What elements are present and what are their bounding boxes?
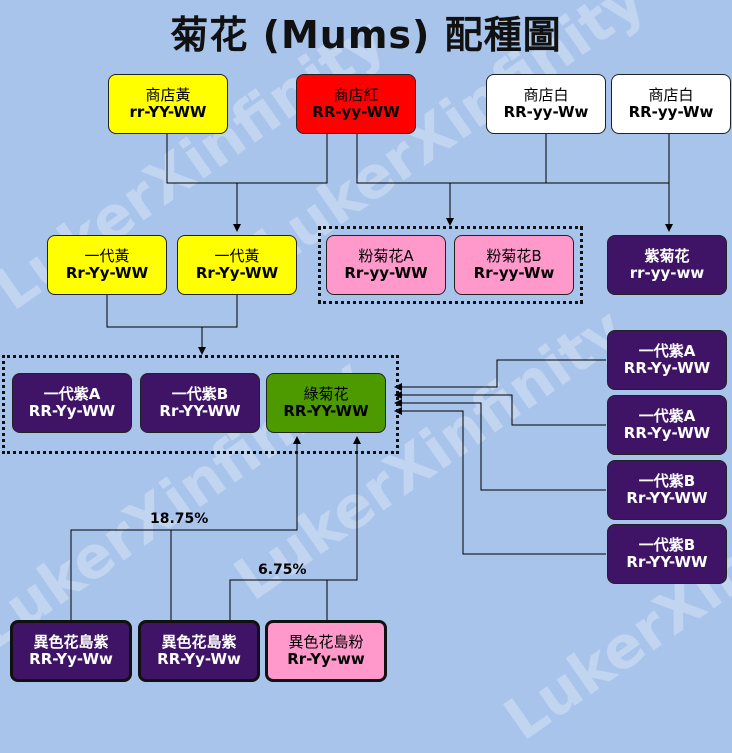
probability-label: 6.75% [258,562,307,578]
node-island-purple-1[interactable]: 異色花島紫 RR-Yy-Ww [10,620,132,682]
node-gene: RR-yy-Ww [628,103,714,121]
node-shop-yellow[interactable]: 商店黃 rr-YY-WW [108,74,228,134]
node-name: 粉菊花A [358,247,414,265]
node-right-purple-a-1[interactable]: 一代紫A RR-Yy-WW [607,330,727,390]
node-right-purple-a-2[interactable]: 一代紫A RR-Yy-WW [607,395,727,455]
node-gene: Rr-YY-WW [626,489,708,507]
node-pink-b[interactable]: 粉菊花B Rr-yy-Ww [454,235,574,295]
gen1-purple-green-group-box [2,355,399,454]
node-shop-white-2[interactable]: 商店白 RR-yy-Ww [611,74,731,134]
node-gene: Rr-Yy-WW [65,264,149,282]
node-gene: RR-Yy-WW [28,402,116,420]
node-right-purple-b-1[interactable]: 一代紫B Rr-YY-WW [607,460,727,520]
node-name: 異色花島粉 [288,633,364,651]
node-name: 一代紫B [638,536,696,554]
node-purple-mum[interactable]: 紫菊花 rr-yy-ww [607,235,727,295]
node-name: 粉菊花B [486,247,542,265]
node-gen1-purple-b[interactable]: 一代紫B Rr-YY-WW [140,373,260,433]
node-gene: RR-YY-WW [283,402,369,420]
node-name: 一代紫A [638,407,696,425]
node-gene: Rr-yy-WW [344,264,428,282]
node-gene: RR-Yy-WW [623,424,711,442]
node-shop-white-1[interactable]: 商店白 RR-yy-Ww [486,74,606,134]
node-name: 一代黃 [214,247,260,265]
node-island-purple-2[interactable]: 異色花島紫 RR-Yy-Ww [138,620,260,682]
node-gen1-yellow-2[interactable]: 一代黃 Rr-Yy-WW [177,235,297,295]
node-gene: Rr-Yy-ww [287,650,365,668]
pink-group-box [318,226,583,304]
node-gene: RR-yy-Ww [503,103,589,121]
node-gene: rr-YY-WW [129,103,207,121]
node-name: 商店白 [523,86,569,104]
node-gene: RR-Yy-Ww [29,650,113,668]
node-name: 一代紫A [43,385,101,403]
node-gen1-purple-a[interactable]: 一代紫A RR-Yy-WW [12,373,132,433]
node-gene: RR-Yy-WW [623,359,711,377]
page-title: 菊花 (Mums) 配種圖 [170,13,562,57]
node-island-pink[interactable]: 異色花島粉 Rr-Yy-ww [265,620,387,682]
node-name: 一代黃 [84,247,130,265]
node-gene: RR-yy-WW [312,103,400,121]
node-name: 一代紫B [171,385,229,403]
node-name: 一代紫A [638,342,696,360]
node-gen1-yellow-1[interactable]: 一代黃 Rr-Yy-WW [47,235,167,295]
node-name: 綠菊花 [303,385,349,403]
connector-lines [70,133,673,620]
node-name: 商店白 [648,86,694,104]
node-name: 商店紅 [333,86,379,104]
node-shop-red[interactable]: 商店紅 RR-yy-WW [296,74,416,134]
node-name: 商店黃 [145,86,191,104]
node-gene: Rr-YY-WW [159,402,241,420]
node-name: 異色花島紫 [161,633,237,651]
node-gene: Rr-Yy-WW [195,264,279,282]
node-name: 異色花島紫 [33,633,109,651]
probability-label: 18.75% [150,511,209,527]
node-name: 一代紫B [638,472,696,490]
node-right-purple-b-2[interactable]: 一代紫B Rr-YY-WW [607,524,727,584]
node-pink-a[interactable]: 粉菊花A Rr-yy-WW [326,235,446,295]
node-gene: RR-Yy-Ww [157,650,241,668]
node-gene: Rr-YY-WW [626,553,708,571]
node-gene: Rr-yy-Ww [473,264,555,282]
node-green-mum[interactable]: 綠菊花 RR-YY-WW [266,373,386,433]
node-name: 紫菊花 [644,247,690,265]
node-gene: rr-yy-ww [629,264,705,282]
